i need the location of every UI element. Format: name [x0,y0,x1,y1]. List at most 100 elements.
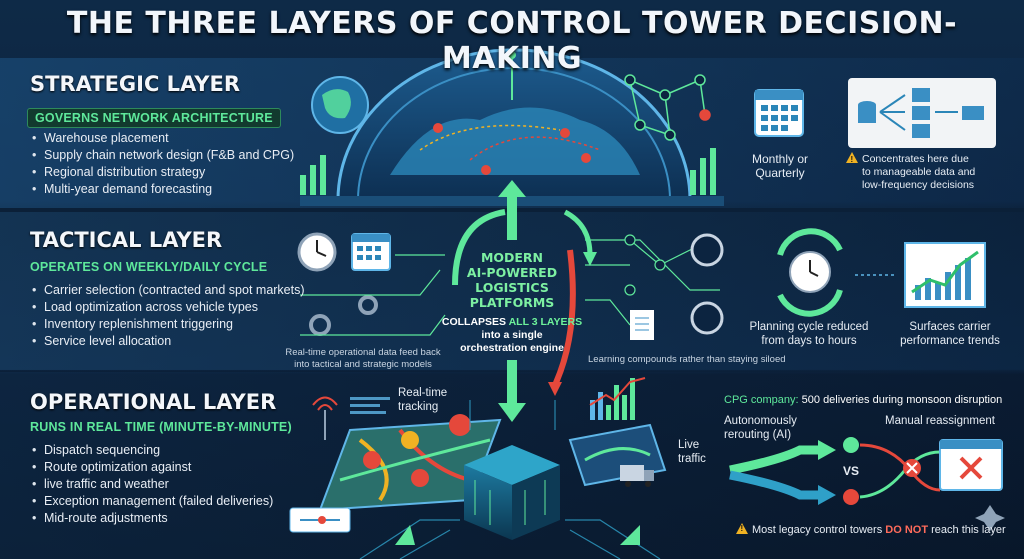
list-item: Dispatch sequencing [30,442,273,459]
caption-line: performance trends [900,335,1000,347]
collapse-line: orchestration engine [460,342,564,354]
center-arrows-icon [452,180,597,422]
truck-icon [620,465,654,487]
caption-line: rerouting (AI) [724,429,792,441]
caption-line: traffic [678,453,706,465]
bar-chart-icon [300,148,716,195]
center-line: AI-POWERED [466,265,558,280]
list-item: Regional distribution strategy [30,164,294,181]
strategic-note: ! Concentrates here due to manageable dat… [846,152,1014,192]
circuit-lines [359,400,661,559]
collapse-caption: COLLAPSES ALL 3 LAYERS into a single orc… [436,316,588,355]
warning-bold: DO NOT [885,524,929,536]
calendar-icon [754,89,804,137]
list-item-cont: live traffic and weather [44,477,169,491]
strategic-tag: GOVERNS NETWORK ARCHITECTURE [27,108,281,128]
gear-icon [309,295,378,336]
page-title: THE THREE LAYERS OF CONTROL TOWER DECISI… [66,6,958,76]
feedback-caption: Real-time operational data feed back int… [268,347,458,371]
list-item: Supply chain network design (F&B and CPG… [30,147,294,164]
map-icon [318,414,502,512]
network-graph-icon [624,74,711,141]
tactical-network-icon [585,234,720,326]
sparkle-icon [975,505,1005,531]
vs-label: VS [842,464,859,478]
ops-bar-chart-icon [589,377,646,420]
arrow-up-right [620,525,640,545]
operational-title: OPERATIONAL LAYER [30,390,277,414]
cadence-line: Monthly or [751,152,809,166]
tactical-title: TACTICAL LAYER [30,228,223,252]
list-item: Exception management (failed deliveries) [30,493,273,510]
warning-post: reach this layer [928,524,1006,536]
center-line: PLATFORMS [469,295,555,310]
warning-icon: ! [736,523,748,534]
note-line: Concentrates here due [862,153,969,165]
globe-icon [311,76,369,134]
clock-icon [297,232,337,272]
list-item: live traffic and weather [30,476,273,493]
note-line: to manageable data and [862,166,976,178]
caption-line: tracking [398,401,439,413]
ai-reroute-arrows [729,440,836,505]
note-line: low-frequency decisions [862,179,975,191]
cadence-label: Monthly or Quarterly [740,152,820,180]
processor-cube-icon [464,445,560,540]
strategic-title: STRATEGIC LAYER [30,72,241,96]
caption-line: Live [678,439,700,451]
cadence-line: Quarterly [755,166,805,180]
collapse-line: into a single [481,329,543,341]
trend-chart-icon [904,242,986,308]
list-item: Carrier selection (contracted and spot m… [30,282,305,299]
center-platform-label: MODERN AI-POWERED LOGISTICS PLATFORMS [462,250,562,310]
list-item: Route optimization against [30,459,273,476]
wheel-icon [690,233,724,335]
cpg-case-caption: CPG company: 500 deliveries during monso… [724,394,1002,406]
strategic-list: Warehouse placement Supply chain network… [30,130,294,198]
manual-reassign-lines [843,437,941,505]
cycle-clock-icon [777,228,843,317]
manual-caption: Manual reassignment [885,415,995,427]
traffic-caption: Live traffic [678,438,718,466]
list-item: Load optimization across vehicle types [30,299,305,316]
tactical-lines-left [300,254,446,336]
collapse-highlight: ALL 3 LAYERS [508,316,583,328]
caption-line: into tactical and strategic models [294,359,432,370]
arrow-up-left [395,525,415,545]
caption-line: Real-time operational data feed back [285,347,441,358]
cpg-text: 500 deliveries during monsoon disruption [801,394,1003,406]
caption-line: Real-time [398,387,448,399]
list-item: Mid-route adjustments [30,510,273,527]
slider-device-icon [289,507,351,533]
list-item: Inventory replenishment triggering [30,316,305,333]
legacy-warning: ! Most legacy control towers DO NOT reach… [736,523,1018,536]
signal-tower-icon [312,396,338,440]
list-item: Warehouse placement [30,130,294,147]
panel-bars-icon [350,397,390,414]
list-item: Multi-year demand forecasting [30,181,294,198]
tracking-caption: Real-time tracking [398,386,458,414]
tactical-tag: OPERATES ON WEEKLY/DAILY CYCLE [30,260,268,274]
collapse-pre: COLLAPSES [441,316,509,328]
surfaces-caption: Surfaces carrier performance trends [885,320,1015,348]
tactical-list: Carrier selection (contracted and spot m… [30,282,305,350]
learning-caption: Learning compounds rather than staying s… [588,354,786,365]
operational-tag: RUNS IN REAL TIME (MINUTE-BY-MINUTE) [30,420,292,434]
tactical-calendar-icon [351,233,391,271]
cpg-label: CPG company: [724,394,799,406]
list-item: Service level allocation [30,333,305,350]
caption-line: Autonomously [724,415,797,427]
auto-caption: Autonomously rerouting (AI) [724,414,824,442]
warning-pre: Most legacy control towers [752,524,886,536]
caption-line: Surfaces carrier [909,321,991,333]
document-icon [630,310,654,340]
warning-icon: ! [846,152,858,164]
operational-list: Dispatch sequencing Route optimization a… [30,442,273,527]
center-line: MODERN [480,250,544,265]
error-window-icon [939,439,1003,491]
caption-line: from days to hours [761,335,857,347]
data-flow-icon [848,78,996,148]
center-line: LOGISTICS [475,280,549,295]
